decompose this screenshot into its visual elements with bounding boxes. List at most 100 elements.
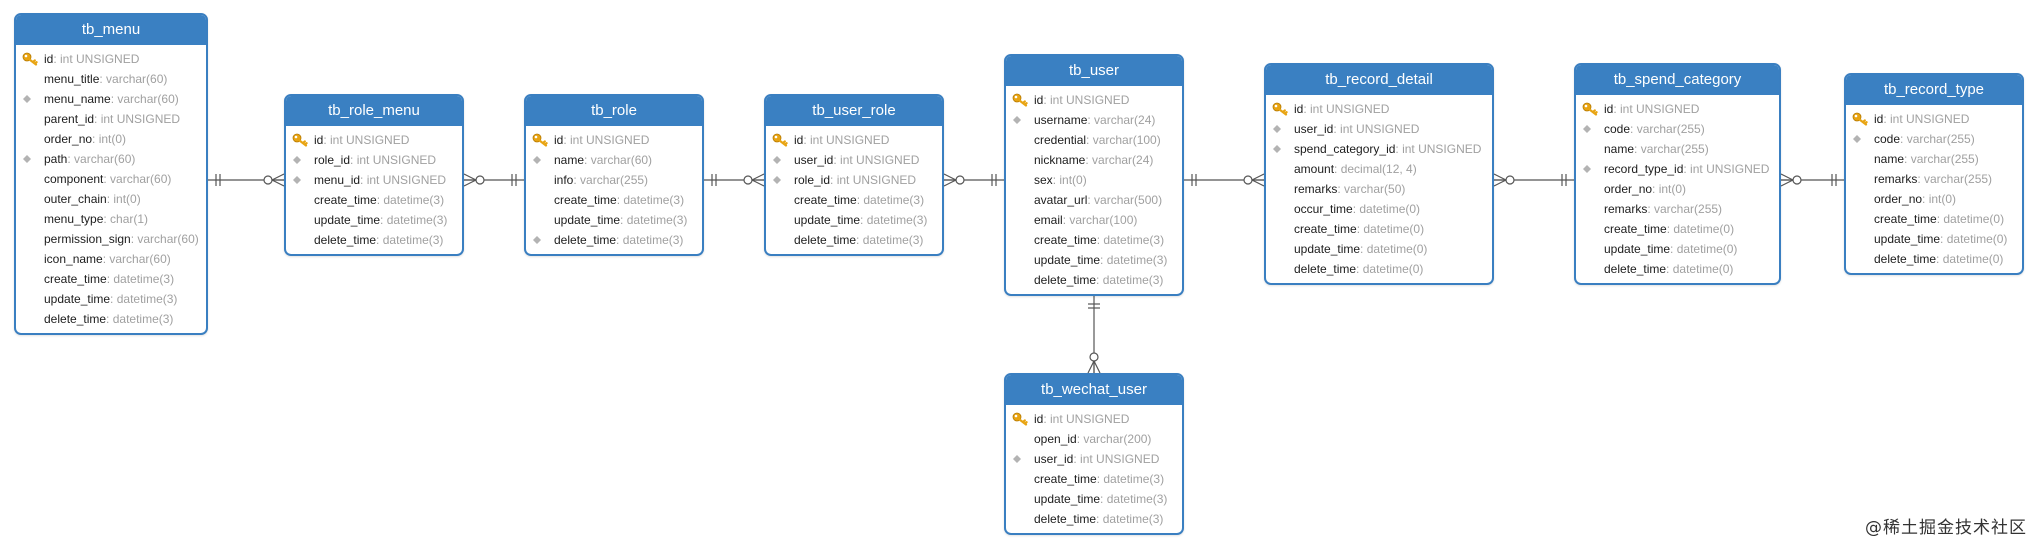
field-row[interactable]: id: int UNSIGNED bbox=[16, 49, 206, 69]
field-row[interactable]: delete_time: datetime(0) bbox=[1846, 249, 2022, 269]
field-row[interactable]: permission_sign: varchar(60) bbox=[16, 229, 206, 249]
field-name: spend_category_id bbox=[1294, 142, 1396, 156]
field-row[interactable]: remarks: varchar(255) bbox=[1846, 169, 2022, 189]
field-row[interactable]: id: int UNSIGNED bbox=[286, 130, 462, 150]
field-row[interactable]: update_time: datetime(0) bbox=[1846, 229, 2022, 249]
field-row[interactable]: occur_time: datetime(0) bbox=[1266, 199, 1492, 219]
field-row[interactable]: icon_name: varchar(60) bbox=[16, 249, 206, 269]
field-row[interactable]: id: int UNSIGNED bbox=[766, 130, 942, 150]
field-type: : varchar(255) bbox=[1917, 172, 1993, 186]
field-row[interactable]: code: varchar(255) bbox=[1576, 119, 1779, 139]
field-row[interactable]: avatar_url: varchar(500) bbox=[1006, 190, 1182, 210]
field-row[interactable]: update_time: datetime(3) bbox=[16, 289, 206, 309]
field-row[interactable]: create_time: datetime(3) bbox=[526, 190, 702, 210]
field-row[interactable]: delete_time: datetime(3) bbox=[286, 230, 462, 250]
field-row[interactable]: id: int UNSIGNED bbox=[526, 130, 702, 150]
field-row[interactable]: update_time: datetime(3) bbox=[286, 210, 462, 230]
field-row[interactable]: name: varchar(255) bbox=[1576, 139, 1779, 159]
field-row[interactable]: id: int UNSIGNED bbox=[1266, 99, 1492, 119]
field-row[interactable]: menu_title: varchar(60) bbox=[16, 69, 206, 89]
field-row[interactable]: info: varchar(255) bbox=[526, 170, 702, 190]
field-row[interactable]: delete_time: datetime(3) bbox=[1006, 509, 1182, 529]
field-row[interactable]: email: varchar(100) bbox=[1006, 210, 1182, 230]
field-name: role_id bbox=[794, 173, 831, 187]
field-row[interactable]: role_id: int UNSIGNED bbox=[766, 170, 942, 190]
field-row[interactable]: create_time: datetime(0) bbox=[1266, 219, 1492, 239]
field-row[interactable]: user_id: int UNSIGNED bbox=[766, 150, 942, 170]
field-row[interactable]: delete_time: datetime(0) bbox=[1266, 259, 1492, 279]
field-row[interactable]: user_id: int UNSIGNED bbox=[1266, 119, 1492, 139]
field-row[interactable]: order_no: int(0) bbox=[16, 129, 206, 149]
field-name: record_type_id bbox=[1604, 162, 1684, 176]
field-row[interactable]: order_no: int(0) bbox=[1846, 189, 2022, 209]
field-row[interactable]: open_id: varchar(200) bbox=[1006, 429, 1182, 449]
primary-key-icon bbox=[772, 133, 788, 147]
field-row[interactable]: path: varchar(60) bbox=[16, 149, 206, 169]
field-name: update_time bbox=[794, 213, 861, 227]
field-row[interactable]: id: int UNSIGNED bbox=[1846, 109, 2022, 129]
field-row[interactable]: name: varchar(255) bbox=[1846, 149, 2022, 169]
field-row[interactable]: create_time: datetime(3) bbox=[766, 190, 942, 210]
field-name: username bbox=[1034, 113, 1088, 127]
field-row[interactable]: record_type_id: int UNSIGNED bbox=[1576, 159, 1779, 179]
field-row[interactable]: menu_id: int UNSIGNED bbox=[286, 170, 462, 190]
field-row[interactable]: delete_time: datetime(3) bbox=[1006, 270, 1182, 290]
field-row[interactable]: role_id: int UNSIGNED bbox=[286, 150, 462, 170]
field-row[interactable]: username: varchar(24) bbox=[1006, 110, 1182, 130]
field-type: : datetime(3) bbox=[1100, 492, 1168, 506]
field-row[interactable]: outer_chain: int(0) bbox=[16, 189, 206, 209]
field-row[interactable]: menu_type: char(1) bbox=[16, 209, 206, 229]
relationship-tb-user-to-tb-user-role bbox=[943, 173, 1004, 187]
field-row[interactable]: user_id: int UNSIGNED bbox=[1006, 449, 1182, 469]
field-row[interactable]: credential: varchar(100) bbox=[1006, 130, 1182, 150]
field-type: : int UNSIGNED bbox=[1073, 452, 1160, 466]
field-row[interactable]: remarks: varchar(255) bbox=[1576, 199, 1779, 219]
field-type: : varchar(60) bbox=[102, 252, 171, 266]
field-row[interactable]: update_time: datetime(0) bbox=[1266, 239, 1492, 259]
field-row[interactable]: update_time: datetime(3) bbox=[1006, 489, 1182, 509]
field-row[interactable]: name: varchar(60) bbox=[526, 150, 702, 170]
field-row[interactable]: sex: int(0) bbox=[1006, 170, 1182, 190]
field-row[interactable]: id: int UNSIGNED bbox=[1006, 90, 1182, 110]
field-row[interactable]: delete_time: datetime(3) bbox=[16, 309, 206, 329]
index-key-icon bbox=[1012, 452, 1028, 466]
field-row[interactable]: spend_category_id: int UNSIGNED bbox=[1266, 139, 1492, 159]
field-row[interactable]: amount: decimal(12, 4) bbox=[1266, 159, 1492, 179]
index-key-icon bbox=[1582, 122, 1598, 136]
field-type: : int UNSIGNED bbox=[94, 112, 181, 126]
field-row[interactable]: create_time: datetime(0) bbox=[1846, 209, 2022, 229]
field-row[interactable]: update_time: datetime(3) bbox=[766, 210, 942, 230]
field-type: : varchar(255) bbox=[1647, 202, 1723, 216]
field-row[interactable]: delete_time: datetime(3) bbox=[526, 230, 702, 250]
field-row[interactable]: nickname: varchar(24) bbox=[1006, 150, 1182, 170]
field-row[interactable]: create_time: datetime(3) bbox=[1006, 469, 1182, 489]
field-row[interactable]: create_time: datetime(3) bbox=[16, 269, 206, 289]
field-row[interactable]: remarks: varchar(50) bbox=[1266, 179, 1492, 199]
field-row[interactable]: create_time: datetime(0) bbox=[1576, 219, 1779, 239]
field-row[interactable]: order_no: int(0) bbox=[1576, 179, 1779, 199]
field-row[interactable]: delete_time: datetime(3) bbox=[766, 230, 942, 250]
field-row[interactable]: parent_id: int UNSIGNED bbox=[16, 109, 206, 129]
field-row[interactable]: create_time: datetime(3) bbox=[286, 190, 462, 210]
field-row[interactable]: update_time: datetime(3) bbox=[1006, 250, 1182, 270]
field-row[interactable]: menu_name: varchar(60) bbox=[16, 89, 206, 109]
field-row[interactable]: code: varchar(255) bbox=[1846, 129, 2022, 149]
field-name: delete_time bbox=[1034, 512, 1097, 526]
field-row[interactable]: create_time: datetime(3) bbox=[1006, 230, 1182, 250]
field-row[interactable]: component: varchar(60) bbox=[16, 169, 206, 189]
field-row[interactable]: id: int UNSIGNED bbox=[1006, 409, 1182, 429]
field-row[interactable]: delete_time: datetime(0) bbox=[1576, 259, 1779, 279]
field-row[interactable]: update_time: datetime(3) bbox=[526, 210, 702, 230]
field-row[interactable]: update_time: datetime(0) bbox=[1576, 239, 1779, 259]
field-row[interactable]: id: int UNSIGNED bbox=[1576, 99, 1779, 119]
